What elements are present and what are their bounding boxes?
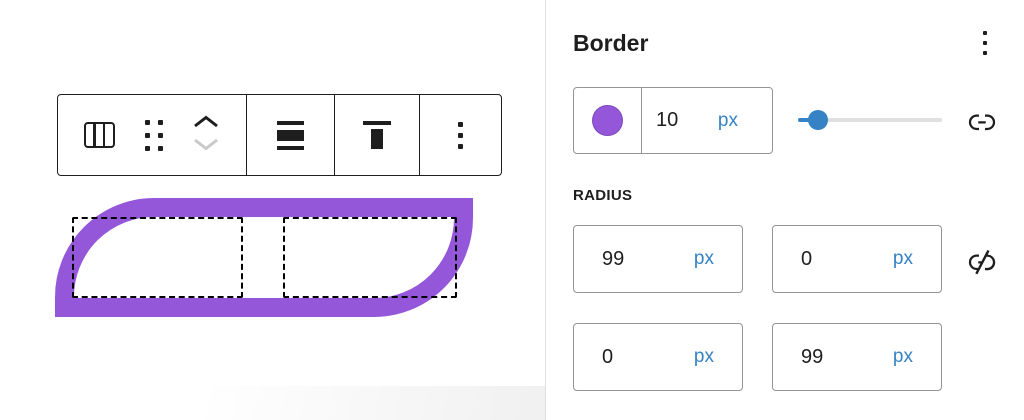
kebab-menu-icon bbox=[458, 121, 463, 149]
move-up-button[interactable] bbox=[192, 115, 220, 133]
toolbar-options-button[interactable] bbox=[454, 118, 467, 153]
unit-select[interactable]: px bbox=[693, 346, 714, 367]
border-width-control: 10 px bbox=[573, 87, 773, 154]
unit-select[interactable]: px bbox=[693, 248, 714, 269]
columns-block-type-button[interactable] bbox=[80, 118, 119, 152]
canvas-shadow bbox=[160, 386, 545, 420]
unlink-radius-button[interactable] bbox=[962, 242, 1002, 282]
radius-value: 0 bbox=[801, 247, 813, 270]
editor-canvas bbox=[55, 94, 545, 420]
vertical-align-top-icon bbox=[363, 121, 391, 149]
slider-track[interactable] bbox=[798, 118, 942, 122]
radius-value: 99 bbox=[602, 247, 625, 270]
border-width-input[interactable]: 10 px bbox=[642, 88, 772, 153]
radius-value: 0 bbox=[602, 345, 614, 368]
border-color-swatch bbox=[592, 105, 623, 136]
radius-input-bottom-left[interactable]: 0 px bbox=[573, 323, 743, 391]
align-button[interactable] bbox=[273, 117, 308, 154]
block-mover bbox=[188, 111, 224, 160]
chevron-down-icon bbox=[194, 138, 219, 150]
radius-label: RADIUS bbox=[573, 187, 633, 204]
columns-block-icon bbox=[83, 122, 115, 148]
chevron-up-icon bbox=[194, 115, 219, 127]
border-width-slider[interactable] bbox=[798, 110, 942, 130]
link-sides-button[interactable] bbox=[962, 102, 1002, 142]
toolbar-group-options bbox=[419, 95, 501, 175]
border-width-unit-select[interactable]: px bbox=[717, 109, 738, 131]
border-width-value: 10 bbox=[656, 109, 679, 131]
unit-select[interactable]: px bbox=[892, 248, 913, 269]
drag-handle-icon bbox=[144, 119, 163, 151]
unlink-icon bbox=[968, 250, 996, 275]
block-toolbar bbox=[57, 94, 502, 176]
column-placeholder-right[interactable] bbox=[283, 217, 457, 298]
column-placeholder-left[interactable] bbox=[72, 217, 243, 298]
vertical-align-button[interactable] bbox=[359, 117, 395, 153]
radius-input-top-left[interactable]: 99 px bbox=[573, 225, 743, 293]
border-color-button[interactable] bbox=[574, 88, 642, 153]
radius-value: 99 bbox=[801, 345, 824, 368]
link-icon bbox=[968, 114, 996, 131]
move-down-button[interactable] bbox=[192, 138, 220, 156]
align-none-icon bbox=[277, 120, 304, 150]
radius-input-top-right[interactable]: 0 px bbox=[772, 225, 942, 293]
canvas-sidebar-divider bbox=[545, 0, 546, 420]
border-panel-options-button[interactable] bbox=[966, 24, 1004, 62]
toolbar-group-vertical-align bbox=[334, 95, 419, 175]
unit-select[interactable]: px bbox=[892, 346, 913, 367]
border-panel-title: Border bbox=[573, 30, 649, 56]
toolbar-group-align bbox=[246, 95, 334, 175]
drag-handle[interactable] bbox=[141, 116, 167, 155]
toolbar-group-block-tools bbox=[58, 95, 246, 175]
radius-input-bottom-right[interactable]: 99 px bbox=[772, 323, 942, 391]
kebab-menu-icon bbox=[983, 31, 987, 55]
slider-handle[interactable] bbox=[808, 110, 828, 130]
settings-sidebar: Border 10 px RADIUS 99 bbox=[546, 0, 1024, 420]
